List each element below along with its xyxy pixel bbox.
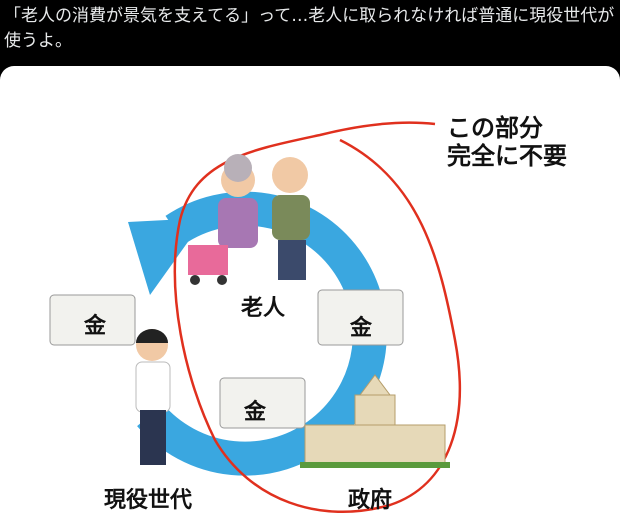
tweet-image[interactable]: この部分 完全に不要 老人 現役世代 政府 金 金 金 — [0, 66, 620, 526]
label-government: 政府 — [348, 488, 393, 513]
cycle-illustration — [49, 121, 462, 513]
label-workers: 現役世代 — [104, 488, 193, 513]
tweet-text: 「老人の消費が景気を支えてる」って…老人に取られなければ普通に現役世代が使うよ。 — [4, 6, 615, 51]
arrowhead-icon — [128, 218, 205, 295]
diet-building-icon — [300, 374, 450, 468]
money-label: 金 — [350, 316, 373, 341]
annotation-line-1: この部分 — [447, 114, 543, 142]
red-loop — [173, 121, 462, 513]
elderly-icon — [188, 154, 310, 285]
worker-icon — [135, 329, 171, 465]
label-elderly: 老人 — [241, 296, 286, 321]
money-stack-icon — [49, 289, 404, 429]
money-label: 金 — [84, 314, 107, 339]
money-label: 金 — [244, 400, 267, 425]
annotation-line-2: 完全に不要 — [447, 142, 567, 170]
